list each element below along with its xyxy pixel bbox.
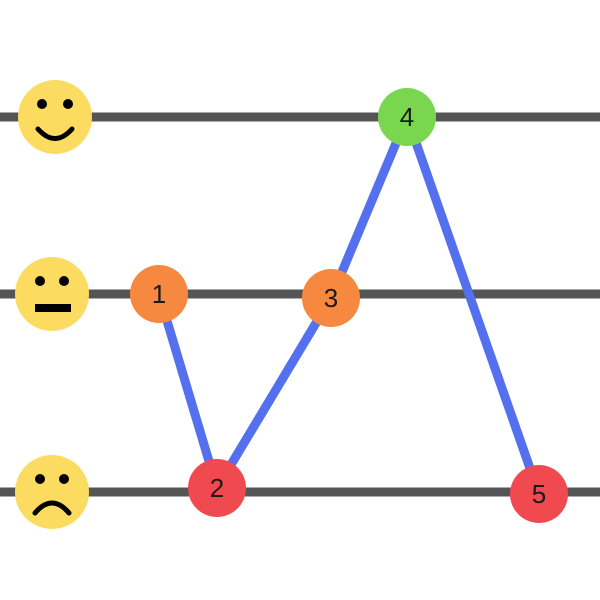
path-segment-2-3	[212, 293, 336, 493]
step-node-circle	[188, 459, 246, 517]
path-segment-1-2	[154, 289, 222, 493]
step-nodes: 1 2 3 4 5	[130, 88, 568, 523]
sad-face-icon	[15, 455, 89, 529]
path-segment-4-5	[402, 112, 544, 499]
step-node-circle	[378, 88, 436, 146]
step-node-circle	[130, 265, 188, 323]
step-node-label: 5	[532, 479, 546, 509]
happy-face-icon	[18, 80, 92, 154]
step-node-2: 2	[188, 459, 246, 517]
neutral-face-icon	[15, 257, 89, 331]
level-lines	[0, 112, 600, 497]
step-node-label: 1	[152, 279, 166, 309]
step-node-circle	[510, 465, 568, 523]
path-segment-3-4	[326, 112, 412, 303]
step-node-3: 3	[302, 269, 360, 327]
step-node-label: 4	[400, 102, 414, 132]
mood-path	[154, 112, 544, 499]
step-node-5: 5	[510, 465, 568, 523]
step-node-label: 3	[324, 283, 338, 313]
step-node-1: 1	[130, 265, 188, 323]
step-node-circle	[302, 269, 360, 327]
step-node-label: 2	[210, 473, 224, 503]
step-node-4: 4	[378, 88, 436, 146]
